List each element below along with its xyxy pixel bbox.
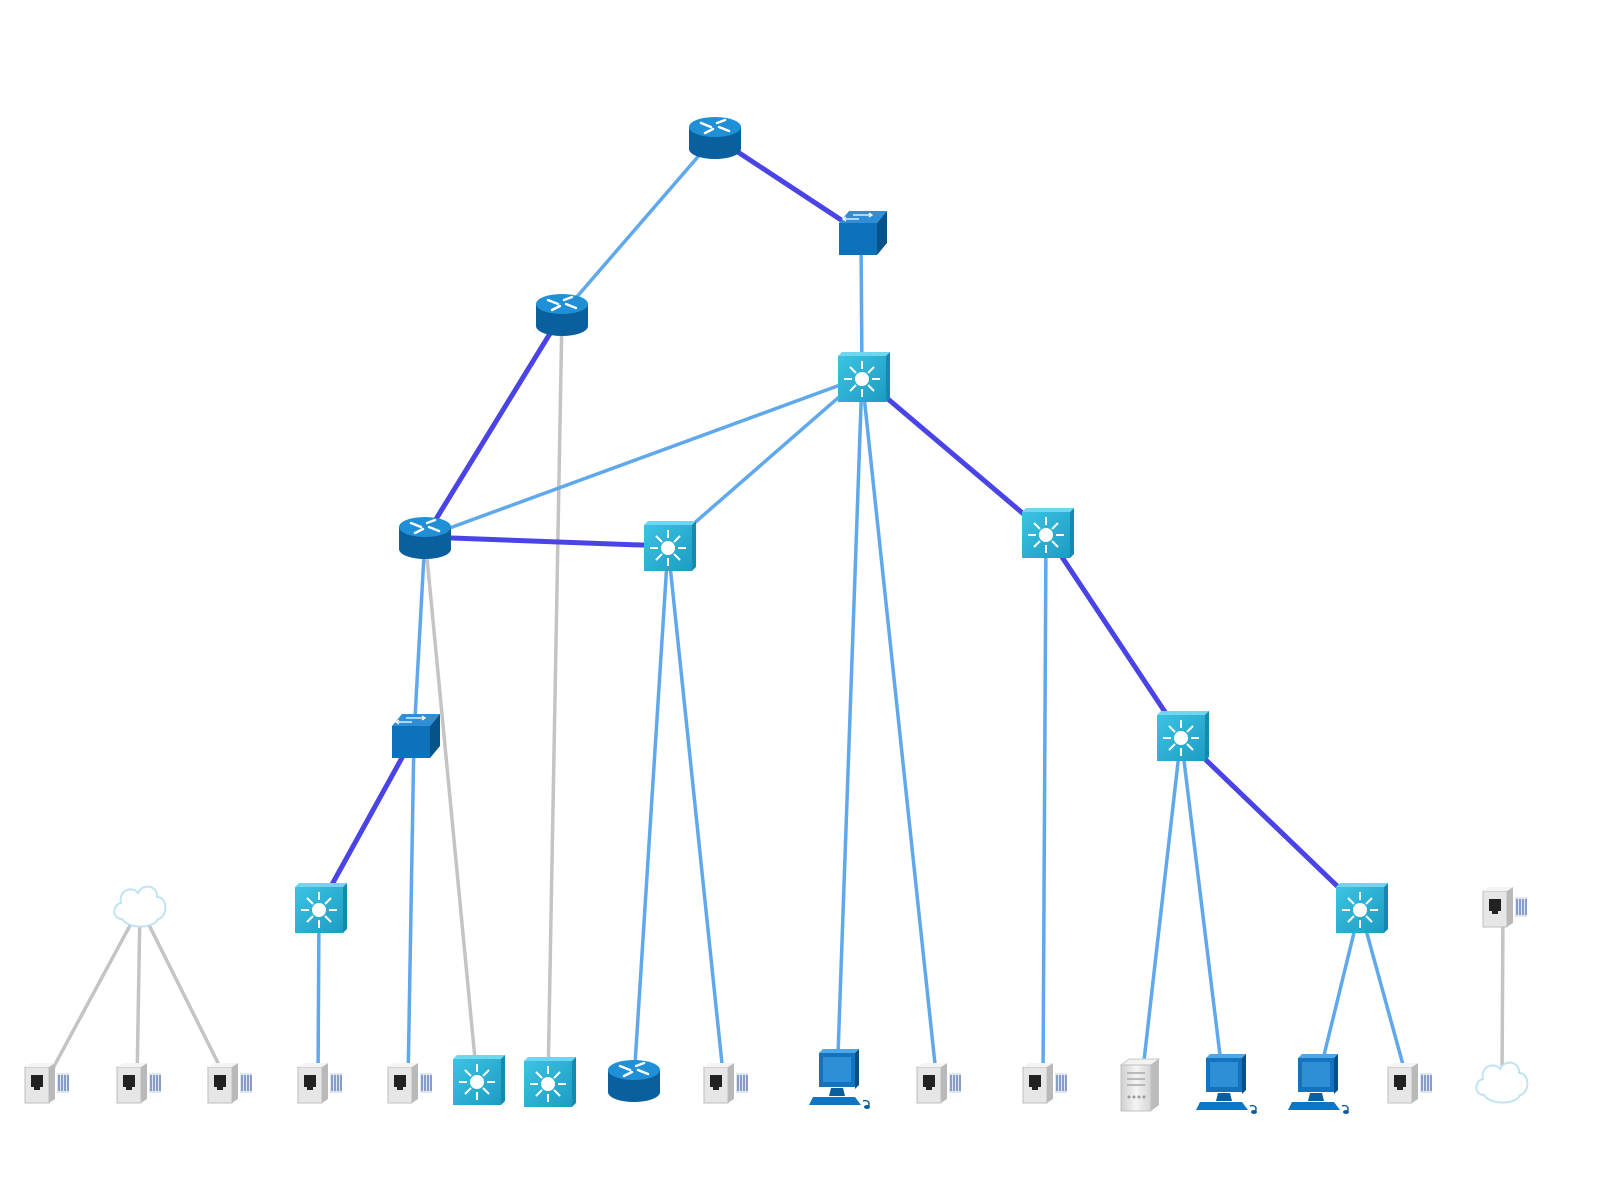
cloud-left[interactable] [113,885,167,928]
link-l3-right-l3-right2 [1043,530,1184,739]
l3-switch-icon [1157,711,1209,761]
jack-5[interactable] [387,1063,432,1104]
phone-jack-icon [916,1063,961,1104]
pc-icon [809,1049,870,1109]
link-l3-mid-router-b [632,544,670,1082]
link-router-mid-router-left [422,311,565,540]
jack-6[interactable] [703,1063,748,1104]
link-l3-right-jack-8 [1041,531,1048,1085]
phone-jack-icon [207,1063,252,1104]
jack-top-right[interactable] [1482,887,1527,928]
link-l3-core-l3-mid [666,375,864,548]
link-l3-core-pc-1 [835,375,864,1085]
switch-left[interactable] [392,714,440,758]
l3-left-low[interactable] [295,883,347,933]
link-router-top-router-mid [560,135,717,316]
phone-jack-icon [24,1063,69,1104]
phone-jack-icon [116,1063,161,1104]
l3-switch-icon [838,352,890,402]
l3-b1[interactable] [453,1055,505,1105]
l3-switch-icon [524,1057,576,1107]
link-switch-left-jack-5 [406,734,416,1085]
l3-b2[interactable] [524,1057,576,1107]
router-mid[interactable] [536,294,588,336]
cloud-right[interactable] [1475,1061,1529,1104]
jack-9[interactable] [1387,1063,1432,1104]
nodes-layer [24,117,1529,1114]
link-router-left-l3-b1 [423,535,479,1082]
jack-2[interactable] [116,1063,161,1104]
switch-icon [839,211,887,255]
l3-switch-icon [453,1055,505,1105]
phone-jack-icon [1387,1063,1432,1104]
router-icon [399,517,451,559]
router-left[interactable] [399,517,451,559]
jack-7[interactable] [916,1063,961,1104]
link-switch-left-l3-left-low [316,733,417,911]
link-router-top-switch-top [712,134,864,236]
pc-icon [1288,1054,1349,1114]
phone-jack-icon [703,1063,748,1104]
link-l3-right-low-jack-9 [1358,906,1410,1085]
l3-right[interactable] [1022,508,1074,558]
cloud-icon [1475,1061,1529,1104]
link-l3-right2-pc-2 [1179,734,1226,1090]
router-b[interactable] [608,1060,660,1102]
links-layer [43,134,1505,1090]
switch-icon [392,714,440,758]
l3-switch-icon [644,521,696,571]
router-icon [536,294,588,336]
pc-2[interactable] [1196,1054,1257,1114]
switch-top[interactable] [839,211,887,255]
cloud-icon [113,885,167,928]
link-l3-left-low-jack-4 [316,906,321,1085]
link-jack-top-right-cloud-right [1500,905,1505,1085]
link-router-left-switch-left [412,535,427,738]
pc-1[interactable] [809,1049,870,1109]
jack-1[interactable] [24,1063,69,1104]
link-cloud-left-jack-3 [138,905,230,1085]
l3-switch-icon [1022,508,1074,558]
l3-switch-icon [1336,883,1388,933]
link-l3-core-l3-right [859,374,1049,536]
link-l3-core-jack-7 [860,375,939,1085]
router-icon [608,1060,660,1102]
pc-3[interactable] [1288,1054,1349,1114]
phone-jack-icon [387,1063,432,1104]
router-icon [689,117,741,159]
l3-right2[interactable] [1157,711,1209,761]
phone-jack-icon [297,1063,342,1104]
l3-switch-icon [295,883,347,933]
router-top[interactable] [689,117,741,159]
server-1[interactable] [1119,1058,1161,1112]
jack-8[interactable] [1022,1063,1067,1104]
l3-core[interactable] [838,352,890,402]
link-l3-right2-server-1 [1139,734,1183,1089]
link-l3-core-router-left [423,375,864,539]
link-router-left-l3-mid [422,534,671,549]
link-cloud-left-jack-2 [135,905,142,1085]
l3-mid[interactable] [644,521,696,571]
phone-jack-icon [1482,887,1527,928]
link-cloud-left-jack-1 [43,905,142,1085]
jack-4[interactable] [297,1063,342,1104]
link-l3-right2-l3-right-low [1178,733,1363,911]
link-l3-mid-jack-6 [666,544,726,1085]
pc-icon [1196,1054,1257,1114]
link-router-mid-l3-b2 [546,312,564,1084]
server-icon [1119,1058,1161,1112]
phone-jack-icon [1022,1063,1067,1104]
l3-right-low[interactable] [1336,883,1388,933]
jack-3[interactable] [207,1063,252,1104]
